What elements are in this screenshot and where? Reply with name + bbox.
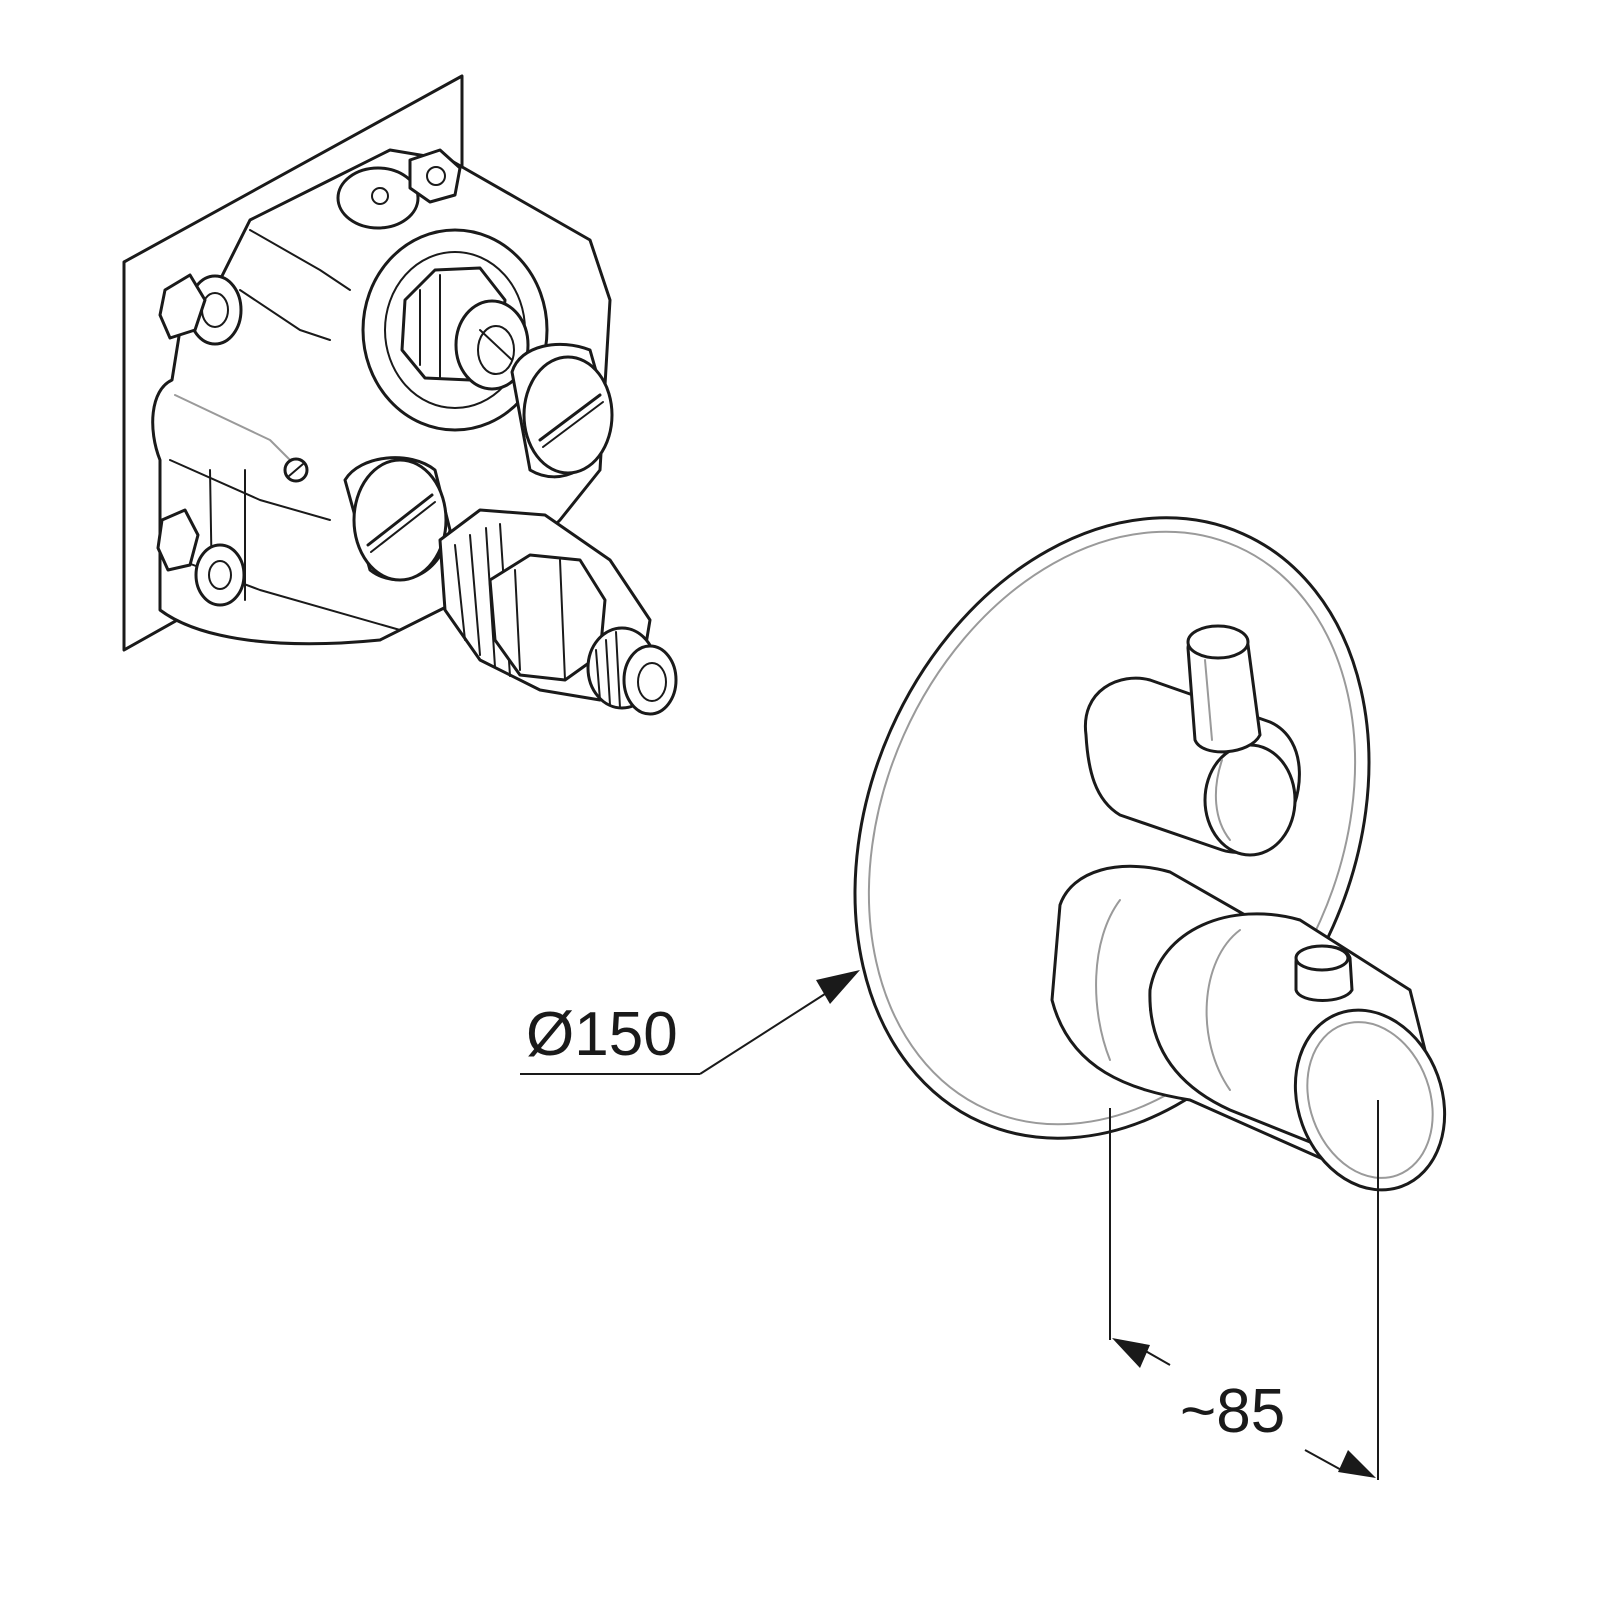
diameter-dimension: Ø150 bbox=[520, 970, 860, 1075]
diameter-label: Ø150 bbox=[526, 1000, 678, 1069]
screw-plug-right bbox=[510, 342, 614, 479]
rough-in-valve-body bbox=[122, 74, 678, 716]
side-bolt-upper bbox=[158, 273, 243, 346]
depth-label: ~85 bbox=[1180, 1377, 1285, 1446]
trim-set bbox=[853, 516, 1447, 1192]
side-bolt-lower bbox=[156, 508, 246, 607]
screw-plug-left bbox=[343, 456, 452, 582]
diverter-lever bbox=[1083, 624, 1301, 857]
upper-outlet-fitting bbox=[361, 228, 549, 432]
thermostat-handle bbox=[1050, 864, 1447, 1192]
depth-dimension: ~85 bbox=[1109, 1100, 1379, 1480]
thermostat-cartridge bbox=[438, 508, 678, 716]
